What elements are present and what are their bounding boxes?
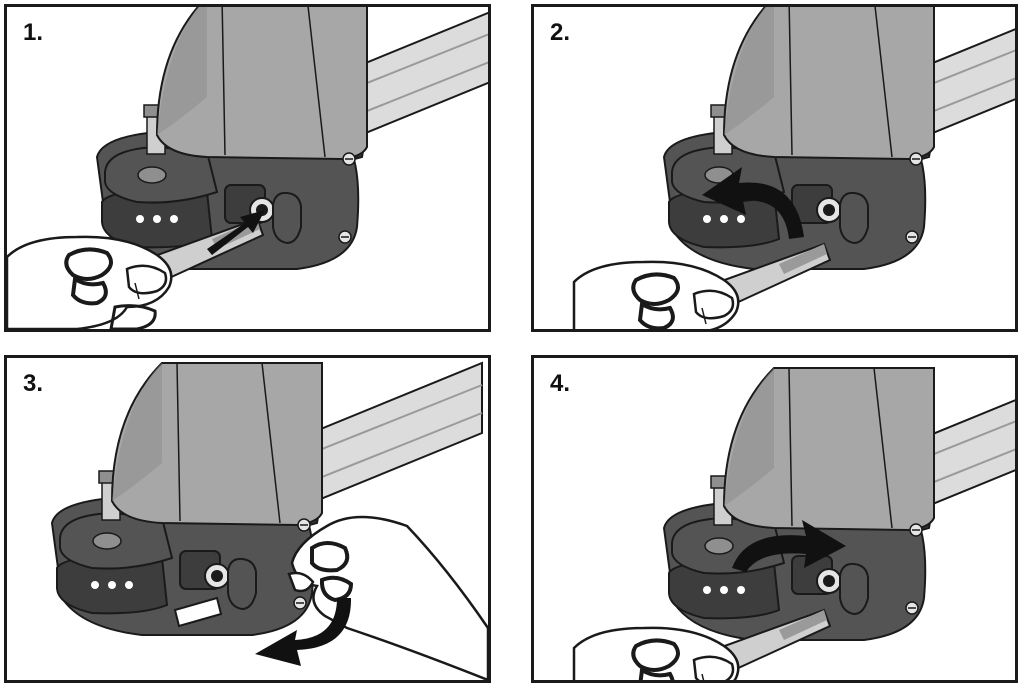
key-turn-icon — [572, 7, 1015, 329]
key-turn-back-icon — [572, 367, 1015, 680]
release-lever-icon — [51, 362, 488, 680]
step-2-panel: 2. — [531, 4, 1018, 332]
step-4-panel: 4. — [531, 355, 1018, 683]
step-1-panel: 1. — [4, 4, 491, 332]
key-insert-icon — [7, 7, 488, 329]
step-3-label: 3. — [23, 370, 44, 397]
step-4-label: 4. — [550, 370, 571, 397]
step-2-label: 2. — [550, 19, 571, 46]
step-1-label: 1. — [23, 19, 44, 46]
step-3-panel: 3. — [4, 355, 491, 683]
